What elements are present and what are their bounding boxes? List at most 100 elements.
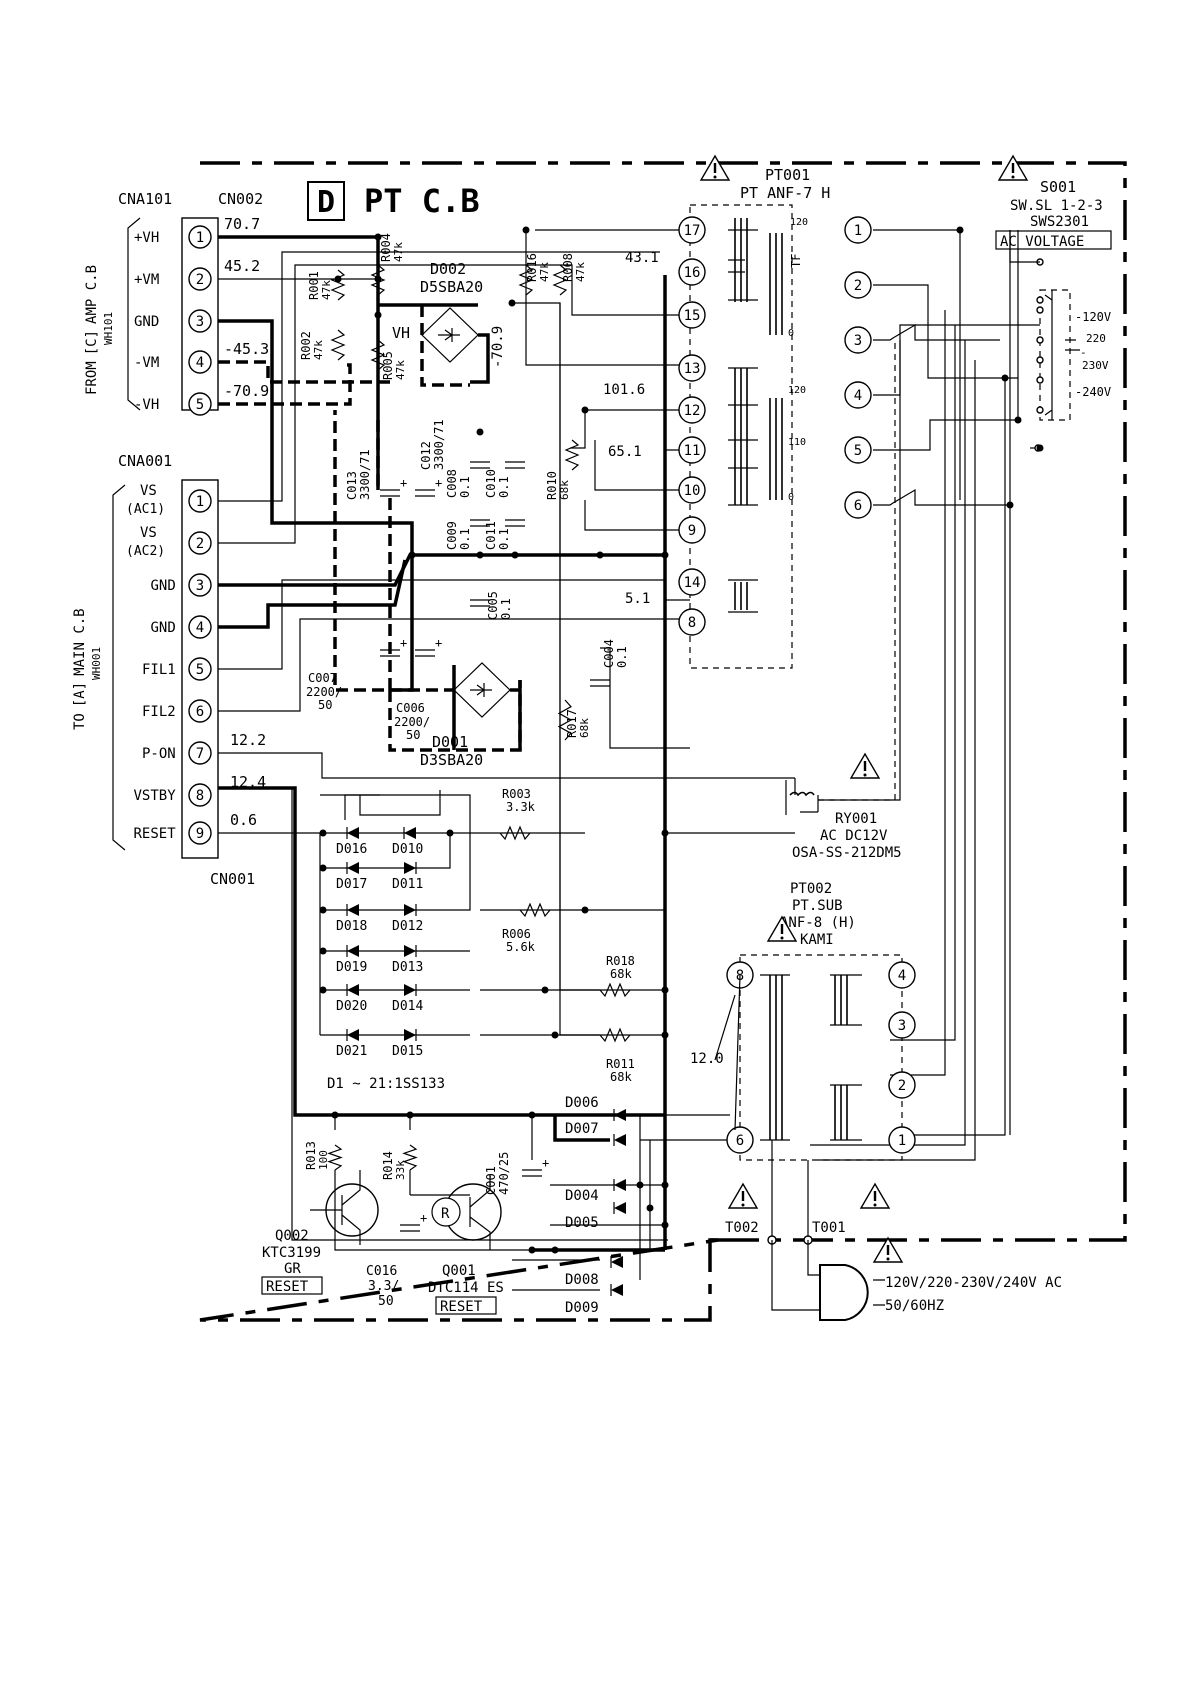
cn001-ref: CN001 [210,870,255,888]
cna001-pin-5 [188,657,212,681]
junction-dot [319,829,327,837]
diode-d006-label: D006 [565,1095,599,1111]
capacitor-c007 [380,649,400,657]
pt001-sec-pin-2-num: 2 [854,278,862,294]
cna001-wh: WH001 [90,647,103,680]
resistor-r018 [599,982,631,998]
cna001-label-8: VSTBY [134,788,177,804]
s001-v0: -120V [1075,310,1111,324]
diode-d021 [347,1029,359,1041]
diode-d010-label: D010 [392,842,423,857]
resistor-r016-ref: R016 [525,253,539,282]
pt001-sec-pin-1-num: 1 [854,223,862,239]
diode-d018-label: D018 [336,919,367,934]
junction-dot [334,275,342,283]
bridge-d001: D001 D3SBA20 [390,662,520,769]
s001-part: SWS2301 [1030,214,1089,230]
t002-label: T002 [725,1220,759,1236]
junction-dot [636,1181,644,1189]
capacitor-c009-ref: C009 [445,521,459,550]
cna101-pin-1-num: 1 [196,230,204,246]
junction-dot [956,226,964,234]
cn002-ref: CN002 [218,190,263,208]
pt002-rpin-1 [888,1126,916,1154]
diode-d010 [404,827,416,839]
pt001-sec-pin-3 [844,326,872,354]
diode-d020-label: D020 [336,999,367,1014]
resistor-r001-ref: R001 [307,271,321,300]
resistor-r014-value: 33k [394,1160,407,1180]
q002-ref: Q002 [275,1228,309,1244]
bridge-d002: D002 D5SBA20 VH -70.9 [378,260,506,387]
q002-box: RESET [266,1279,309,1295]
cna101-volt-1: 70.7 [224,215,260,233]
junction-dot [646,1204,654,1212]
diode-d012-label: D012 [392,919,423,934]
junction-dot [319,986,327,994]
s001-box: AC VOLTAGE [1000,234,1084,250]
cna101-label-1: +VH [134,230,159,246]
d002-ref: D002 [430,260,466,278]
cna001-pin-2 [188,531,212,555]
pt001-pin-16-num: 16 [684,265,701,281]
pt001-pin-8 [678,608,706,636]
s001-v4: -240V [1075,385,1111,399]
cna101-volt-4: -45.3 [224,340,269,358]
pt002-volt: 12.0 [690,1051,724,1067]
q001-box: RESET [440,1299,483,1315]
junction-dot [661,1181,669,1189]
resistor-r005-value: 47k [394,360,407,380]
resistor-r010 [564,439,580,471]
ac-line1: 120V/220-230V/240V AC [885,1275,1062,1291]
cna001-label-7: P-ON [142,746,176,762]
capacitor-c008-ref: C008 [445,469,459,498]
junction-dot [528,1246,536,1254]
diode-d018 [347,904,359,916]
cna001-pin-3 [188,573,212,597]
pt001-sec-pin-4 [844,381,872,409]
diode-d009-label: D009 [565,1300,599,1316]
resistor-r001 [330,269,346,301]
capacitor-c006-plus: + [435,636,442,650]
resistor-r008-ref: R008 [561,253,575,282]
cna101-wh: WH101 [102,312,115,345]
diode-d019-label: D019 [336,960,367,975]
relay-ry001: RY001 AC DC12V OSA-SS-212DM5 [785,340,902,861]
cna001-pin-9-num: 9 [196,826,204,842]
pt001-tap-120b: 120 [788,385,806,396]
pt001-sec-pin-3-num: 3 [854,333,862,349]
resistor-r003-ref: R003 [502,787,531,801]
capacitor-c009 [470,519,490,527]
pt001-tap-0a: 0 [788,328,794,339]
resistor-r008 [552,264,568,296]
cna001-pin-1-num: 1 [196,494,204,510]
capacitor-c007-value2: 50 [318,698,332,712]
d002-volt: -70.9 [490,326,506,368]
cna001-volt-7: 12.2 [230,731,266,749]
diode-d020 [347,984,359,996]
title-letter: D [317,185,335,220]
resistor-r001-value: 47k [320,280,333,300]
capacitor-c005-value: 0.1 [499,598,513,620]
capacitor-c004-value: 0.1 [615,646,629,668]
cna001-pin-6 [188,699,212,723]
diode-d017-label: D017 [336,877,367,892]
junction-dot [661,551,669,559]
junction-dot [596,551,604,559]
pt001-model: PT ANF-7 H [740,184,830,202]
cna101-pin-3-num: 3 [196,314,204,330]
capacitor-c005 [470,599,490,607]
pt001-sec-pin-6-num: 6 [854,498,862,514]
resistor-r002-ref: R002 [299,331,313,360]
cna001-pin-8-num: 8 [196,788,204,804]
resistor-r017-ref: R017 [565,709,579,738]
capacitor-c009-value: 0.1 [458,528,472,550]
pt001-pin-13-num: 13 [684,361,701,377]
cna101-pin-3 [188,309,212,333]
s001-v3: 230V [1082,359,1109,372]
pt001-pin-16 [678,258,706,286]
junction-dot [331,1111,339,1119]
junction-dot [581,906,589,914]
pt001-sec-pin-5 [844,436,872,464]
pt001-ref: PT001 [765,166,810,184]
